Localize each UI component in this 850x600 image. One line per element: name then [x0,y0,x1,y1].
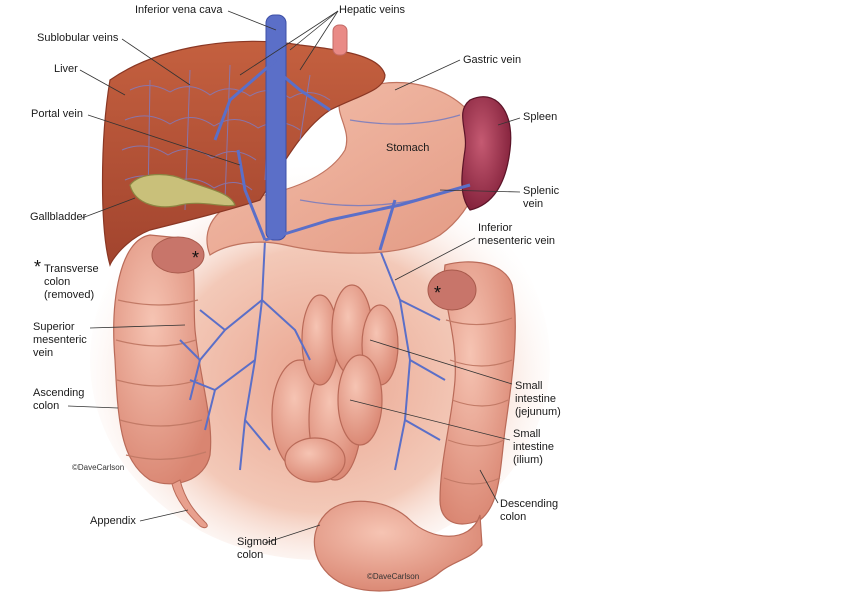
inferior-vena-cava [265,14,287,241]
label-spleen: Spleen [523,111,558,123]
label-stomach: Stomach [386,142,430,154]
label-inferior-vena-cava: Inferior vena cava [135,4,223,16]
label-portal-vein: Portal vein [31,108,83,120]
label-small-intestine-jejunum: Small intestine (jejunum) [515,380,561,418]
major-veins [213,58,471,251]
asterisk-transverse-colon: * [34,257,42,277]
label-gastric-vein: Gastric vein [463,54,522,66]
label-descending-colon: Descending colon [500,498,559,523]
transverse-colon-cut-left [427,269,477,311]
label-sigmoid-colon: Sigmoid colon [237,536,277,561]
small-intestine [271,284,399,483]
asterisk-colon-cut-left: * [434,283,442,303]
label-superior-mesenteric-vein: Superior mesenteric vein [33,321,87,359]
label-splenic-vein: Splenic vein [523,185,560,210]
leader-lines [67,10,521,544]
label-hepatic-veins: Hepatic veins [339,4,406,16]
sigmoid-colon [313,500,483,592]
appendix [171,479,208,529]
aorta-stub [332,24,348,56]
ascending-colon [113,234,212,485]
spleen [461,96,512,211]
label-gallbladder: Gallbladder [30,211,87,223]
label-appendix: Appendix [90,515,136,527]
credit-left: ©DaveCarlson [72,463,125,472]
label-liver: Liver [54,63,78,75]
label-ascending-colon: Ascending colon [33,387,85,412]
descending-colon [427,261,516,525]
label-transverse-colon-removed: Transverse colon (removed) [44,263,99,301]
transverse-colon-cut-right [151,236,205,274]
label-inferior-mesenteric-vein: Inferior mesenteric vein [478,222,556,247]
asterisk-colon-cut-right: * [192,248,200,268]
gallbladder [129,174,236,208]
label-sublobular-veins: Sublobular veins [37,32,119,44]
mesenteric-vein-network [179,239,446,471]
credit-bottom: ©DaveCarlson [367,572,420,581]
label-small-intestine-ilium: Small intestine (ilium) [513,428,554,466]
